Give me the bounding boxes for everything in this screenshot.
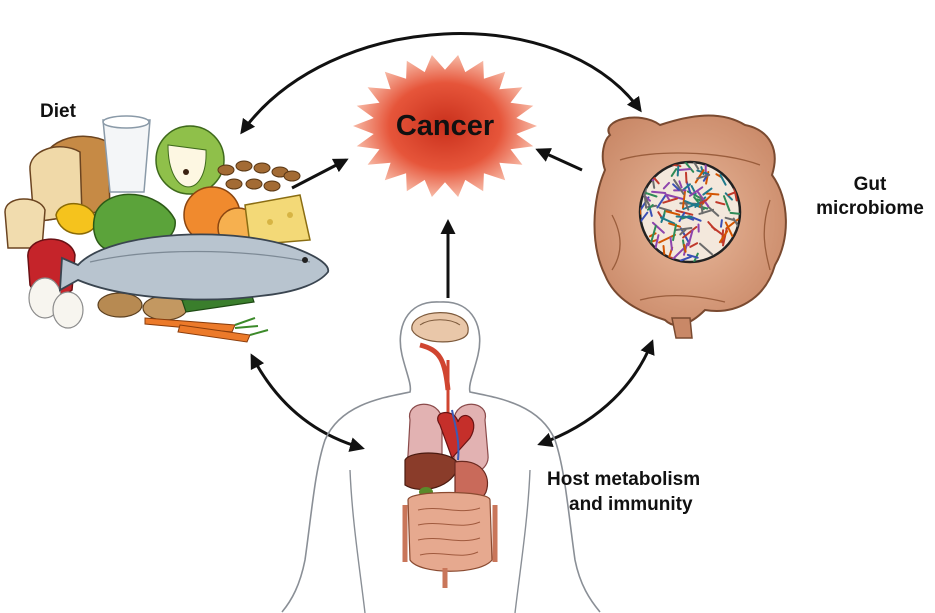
bacterium [691, 162, 700, 170]
bacterium [724, 192, 733, 201]
bacterium [718, 230, 729, 244]
bacterium [676, 168, 692, 172]
bacterium [672, 223, 677, 242]
cancer-burst-icon [353, 55, 537, 197]
bacterium [694, 169, 705, 184]
host-label-line1: Host metabolism [547, 469, 700, 490]
bacterium [724, 221, 734, 237]
bacterium [715, 201, 726, 206]
bacterium [654, 234, 660, 249]
bacterium [724, 216, 735, 221]
bacterium [684, 200, 702, 209]
bacterium [707, 205, 720, 217]
bacterium [678, 180, 683, 189]
bacterium [681, 190, 686, 210]
bacterium [679, 255, 692, 262]
bacterium [686, 253, 699, 259]
bacterium [720, 219, 723, 228]
bacterium [711, 225, 725, 237]
bacterium [651, 221, 665, 234]
diet-label: Diet [40, 101, 77, 122]
bacterium [640, 206, 642, 215]
bacterium [688, 186, 704, 197]
bacterium [683, 243, 687, 253]
bacterium [684, 162, 695, 173]
bacterium [660, 214, 665, 223]
bacterium [729, 211, 740, 215]
arrow-gut-host [537, 339, 655, 447]
arrow-diet-gut [240, 32, 642, 135]
bacterium [657, 211, 663, 219]
cancer-node: Cancer [353, 55, 537, 197]
arrows [240, 32, 655, 452]
bacterium [690, 252, 699, 262]
bacterium [699, 198, 708, 205]
bacterium [699, 196, 704, 215]
bacterium [674, 227, 693, 232]
intestine-icon [593, 114, 787, 339]
bacterium [676, 165, 680, 177]
bacterium [656, 194, 667, 209]
arrow-gut-to-cancer [535, 148, 583, 172]
food-pile-icon [4, 115, 330, 343]
bacterium [682, 202, 699, 210]
bacterium [675, 215, 693, 219]
bacterium [669, 236, 673, 251]
bacterium [668, 222, 681, 228]
bacterium [732, 217, 740, 229]
gut-label-line1: Gut [854, 174, 887, 195]
arrow-diet-host [250, 353, 365, 452]
bacterium [658, 206, 673, 213]
bacterium [733, 187, 738, 202]
cancer-label: Cancer [396, 110, 494, 142]
bacterium [719, 174, 727, 186]
bacterium [662, 181, 670, 190]
bacterium [645, 192, 658, 198]
host-node: Host metabolism and immunity [281, 301, 700, 613]
bacterium [687, 229, 694, 247]
bacterium [696, 173, 711, 180]
bacterium [646, 204, 654, 211]
bacterium [682, 226, 698, 239]
bacterium [652, 179, 656, 189]
bacterium [662, 245, 666, 256]
bacterium [685, 171, 688, 184]
bacterium [673, 178, 685, 195]
bacterium [651, 190, 667, 194]
bacterium [670, 247, 685, 262]
host-label-line2: and immunity [569, 494, 693, 515]
bacterium [672, 183, 680, 191]
bacterium [670, 168, 678, 177]
bacterium [705, 192, 720, 196]
bacterium [702, 187, 713, 196]
bacterium [650, 224, 657, 244]
bacterium [699, 242, 713, 256]
bacterium [665, 193, 685, 201]
bacterium [658, 233, 676, 244]
bacterium [665, 210, 681, 216]
bacterium [723, 195, 731, 212]
gut-node: Gut microbiome [593, 114, 924, 339]
bacterium [685, 180, 692, 194]
bacterium [696, 191, 710, 208]
bacterium [689, 242, 699, 248]
bacterium [679, 228, 687, 236]
gut-label-line2: microbiome [816, 198, 924, 219]
bacterium [684, 201, 690, 211]
human-body-organs-icon [281, 301, 601, 613]
diet-node: Diet [4, 101, 330, 343]
bacterium [662, 197, 678, 204]
arrow-diet-to-cancer [291, 158, 349, 190]
bacterium [664, 192, 671, 202]
bacterium [682, 183, 691, 191]
